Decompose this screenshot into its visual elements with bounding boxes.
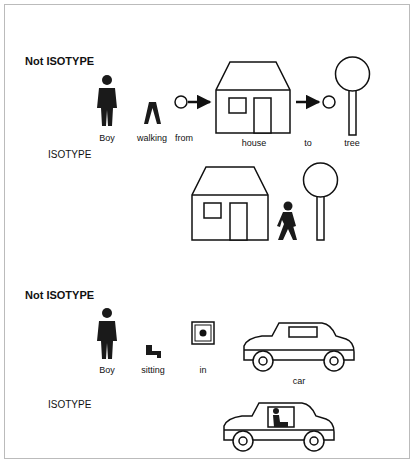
car-hub xyxy=(239,437,247,445)
section-heading: Not ISOTYPE xyxy=(25,56,94,67)
from-arrow xyxy=(188,101,210,104)
to-arrow xyxy=(296,101,319,104)
frame xyxy=(5,5,410,459)
word-label: Boy xyxy=(99,134,115,143)
house-door xyxy=(254,98,271,133)
word-label: car xyxy=(293,377,306,386)
walking-legs xyxy=(144,102,161,124)
car-window xyxy=(268,407,294,427)
tree-icon xyxy=(336,57,370,135)
house-eave xyxy=(192,194,268,196)
house-outline xyxy=(216,62,290,133)
car-window xyxy=(289,327,317,337)
word-label: in xyxy=(199,366,206,375)
house-icon xyxy=(192,167,268,240)
boy-body xyxy=(97,321,117,359)
house-icon xyxy=(216,62,290,133)
car-hub xyxy=(310,437,318,445)
car-hub xyxy=(330,357,338,365)
tree-icon xyxy=(304,163,338,240)
tree-crown xyxy=(304,163,338,197)
car-wheel xyxy=(324,351,344,371)
boy-figure xyxy=(97,308,117,359)
in-symbol xyxy=(192,322,214,344)
section-heading: ISOTYPE xyxy=(48,400,91,410)
house-eave xyxy=(216,89,290,91)
house-window xyxy=(204,203,221,218)
car-icon xyxy=(244,323,354,371)
car-wheel xyxy=(253,351,273,371)
car-wheel xyxy=(233,431,253,451)
from-circle xyxy=(175,96,187,108)
boy-head xyxy=(284,202,293,211)
sitting-legs xyxy=(146,345,161,358)
section-heading: Not ISOTYPE xyxy=(25,290,94,301)
car-trim xyxy=(244,349,354,351)
word-label: Boy xyxy=(99,366,115,375)
car-wheel xyxy=(304,431,324,451)
walking-boy-figure xyxy=(277,202,297,241)
in-inner-square xyxy=(195,325,211,341)
driver-figure xyxy=(273,408,288,427)
house-door xyxy=(230,203,247,240)
car-icon xyxy=(224,403,334,451)
boy-body xyxy=(97,88,117,126)
word-label: from xyxy=(175,134,193,143)
house-window xyxy=(229,98,246,113)
word-label: sitting xyxy=(141,366,165,375)
house-outline xyxy=(192,167,268,240)
driver-body xyxy=(273,415,288,427)
word-label: tree xyxy=(344,139,360,148)
boy-head xyxy=(102,308,112,318)
boy-body xyxy=(277,212,297,240)
car-hub xyxy=(259,357,267,365)
word-label: walking xyxy=(137,134,167,143)
tree-trunk xyxy=(317,196,324,240)
word-label: house xyxy=(242,139,267,148)
boy-head xyxy=(102,75,112,85)
tree-crown xyxy=(336,57,370,91)
driver-head xyxy=(273,408,279,414)
word-label: to xyxy=(304,139,312,148)
in-square xyxy=(192,322,214,344)
boy-figure xyxy=(97,75,117,126)
in-dot xyxy=(200,330,207,337)
car-trim xyxy=(224,429,334,431)
to-circle xyxy=(323,96,335,108)
section-heading: ISOTYPE xyxy=(48,150,91,160)
tree-trunk xyxy=(349,90,356,135)
